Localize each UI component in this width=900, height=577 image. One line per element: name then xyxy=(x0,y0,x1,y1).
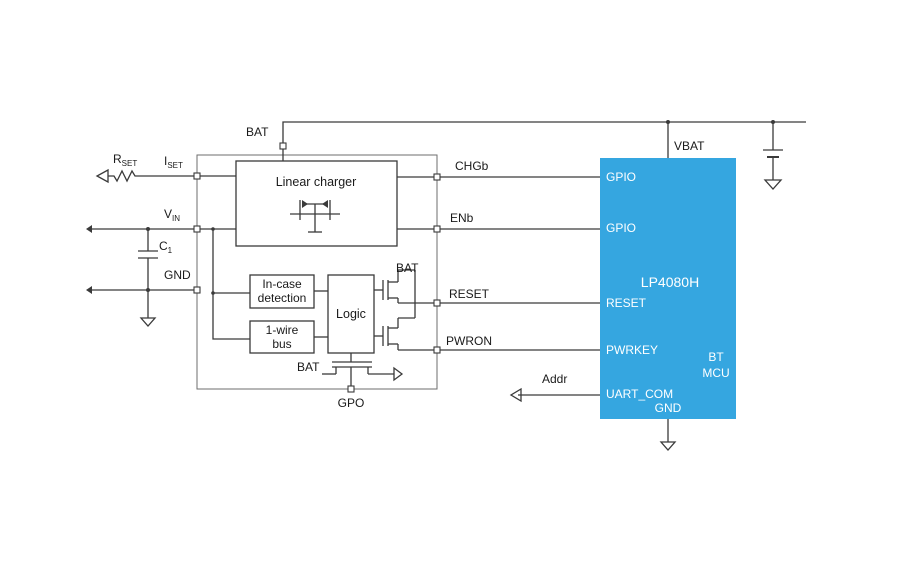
mcu-bt-label: BT xyxy=(708,350,724,364)
c1-label: C1 xyxy=(159,239,173,255)
mosfet-icon xyxy=(290,200,340,233)
mcu-pin-pwrkey: PWRKEY xyxy=(606,343,658,357)
rset-resistor xyxy=(108,169,140,183)
mcu-ground-icon xyxy=(659,419,677,451)
reset-pin-node xyxy=(433,299,441,307)
mcu-block xyxy=(600,158,736,419)
junction-dot xyxy=(146,227,150,231)
bat-switch-label: BAT xyxy=(396,261,419,275)
battery-icon xyxy=(763,122,783,190)
mcu-pin-uart: UART_COM xyxy=(606,387,673,401)
vbat-rail xyxy=(282,121,806,146)
gnd-label: GND xyxy=(164,268,191,282)
rset-ground-arrow xyxy=(95,168,109,184)
iset-label: ISET xyxy=(164,154,183,170)
logic-label: Logic xyxy=(336,307,366,321)
pwron-label: PWRON xyxy=(446,334,492,348)
mcu-pin-reset: RESET xyxy=(606,296,647,310)
vin-label: VIN xyxy=(164,207,180,223)
bat-pin-label: BAT xyxy=(246,125,269,139)
gnd-pin-node xyxy=(193,286,201,294)
junction-dot xyxy=(211,227,215,231)
reset-label: RESET xyxy=(449,287,490,301)
enb-label: ENb xyxy=(450,211,474,225)
junction-dot xyxy=(666,120,670,124)
vin-internal-branch xyxy=(212,229,250,340)
mcu-pin-gpio-1: GPIO xyxy=(606,170,636,184)
enb-pin-node xyxy=(433,225,441,233)
incase-detection-block xyxy=(249,274,315,309)
gpo-switch-icon xyxy=(322,353,404,389)
capacitor-c1 xyxy=(138,229,158,327)
bat-logic-label: BAT xyxy=(297,360,320,374)
junction-dot xyxy=(211,291,215,295)
iset-pin-node xyxy=(193,172,201,180)
vbat-label: VBAT xyxy=(674,139,705,153)
ic-outline xyxy=(196,154,438,390)
mcu-name: LP4080H xyxy=(641,274,699,290)
chgb-label: CHGb xyxy=(455,159,489,173)
gnd-arrow xyxy=(86,286,92,294)
pwron-switch-icon xyxy=(374,303,437,351)
one-wire-bus-block xyxy=(249,320,315,354)
bat-pin-node xyxy=(279,142,287,150)
mcu-pin-gpio-2: GPIO xyxy=(606,221,636,235)
reset-switch-icon xyxy=(374,269,437,304)
gpo-pin-node xyxy=(347,385,355,393)
one-wire-line2: bus xyxy=(272,337,291,351)
rset-label: RSET xyxy=(113,152,137,168)
pwron-pin-node xyxy=(433,346,441,354)
mcu-mcu-label: MCU xyxy=(702,366,729,380)
incase-line1: In-case xyxy=(262,277,302,291)
incase-line2: detection xyxy=(258,291,307,305)
linear-charger-label: Linear charger xyxy=(276,175,357,189)
vin-arrow xyxy=(86,225,92,233)
chgb-pin-node xyxy=(433,173,441,181)
mcu-pin-gnd: GND xyxy=(655,401,682,415)
vin-pin-node xyxy=(193,225,201,233)
addr-arrow xyxy=(509,387,522,403)
addr-label: Addr xyxy=(542,372,567,386)
gpo-label: GPO xyxy=(338,396,365,410)
one-wire-line1: 1-wire xyxy=(266,323,299,337)
